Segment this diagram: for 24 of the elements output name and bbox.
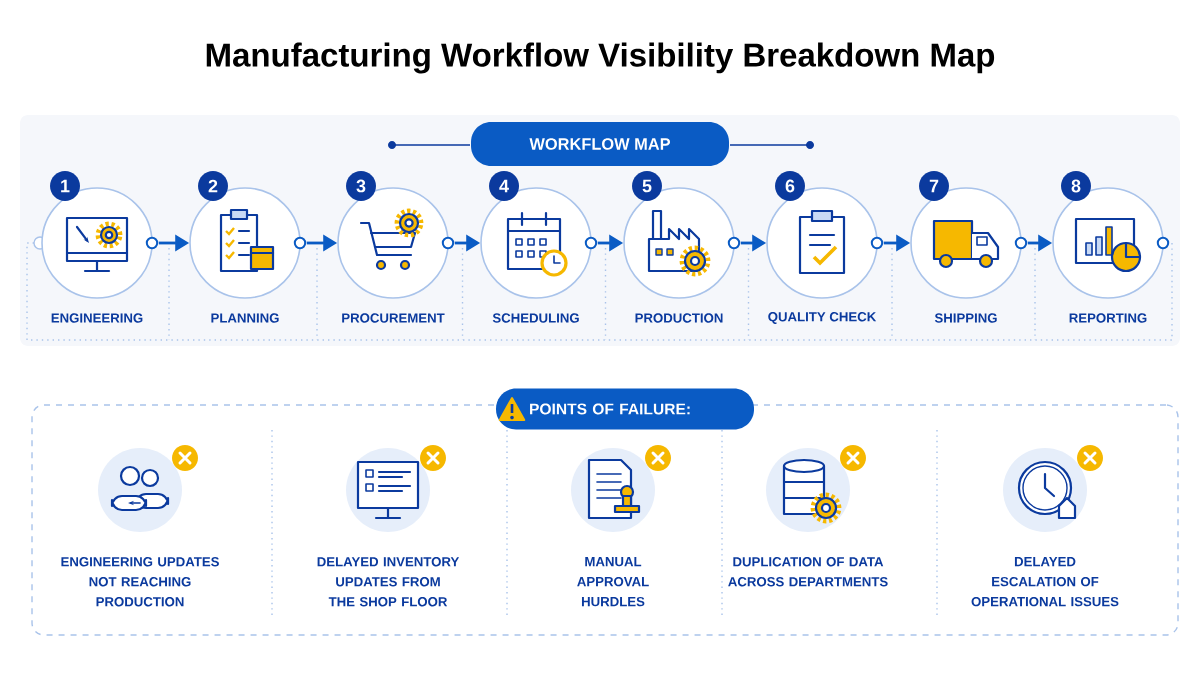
title: Manufacturing Workflow Visibility Breakdown Map — [206, 42, 995, 74]
step-label: PROCUREMENT — [342, 313, 445, 323]
number-badge: 8 — [1061, 171, 1091, 201]
title-pill: WORKFLOW MAP — [471, 122, 729, 166]
failure-label: MANUAL APPROVAL HURDLES — [577, 557, 649, 607]
number-badge: 4 — [489, 171, 519, 201]
number-badge: 2 — [198, 171, 228, 201]
step-label: SCHEDULING — [492, 313, 579, 323]
number-badge: 3 — [346, 171, 376, 201]
failure-label: DELAYED ESCALATION OF OPERATIONAL ISSUES — [971, 557, 1119, 607]
failure-label: ENGINEERING UPDATES NOT REACHING PRODUCTION — [61, 557, 219, 607]
step-label: QUALITY CHECK — [768, 312, 877, 324]
number-badge: 7 — [919, 171, 949, 201]
number-badge: 1 — [50, 171, 80, 201]
header-pill: POINTS OF FAILURE: — [496, 388, 754, 430]
failure-label: DELAYED INVENTORY UPDATES FROM THE SHOP FLOOR — [317, 557, 460, 607]
number-badge: 5 — [632, 171, 662, 201]
failure-label: DUPLICATION OF DATA ACROSS DEPARTMENTS — [728, 557, 888, 587]
step-label: PRODUCTION — [635, 313, 723, 323]
step-label: PLANNING — [211, 313, 279, 323]
number-badge: 6 — [775, 171, 805, 201]
step-label: ENGINEERING — [51, 313, 143, 323]
step-label: SHIPPING — [934, 313, 997, 323]
step-label: REPORTING — [1069, 313, 1147, 323]
